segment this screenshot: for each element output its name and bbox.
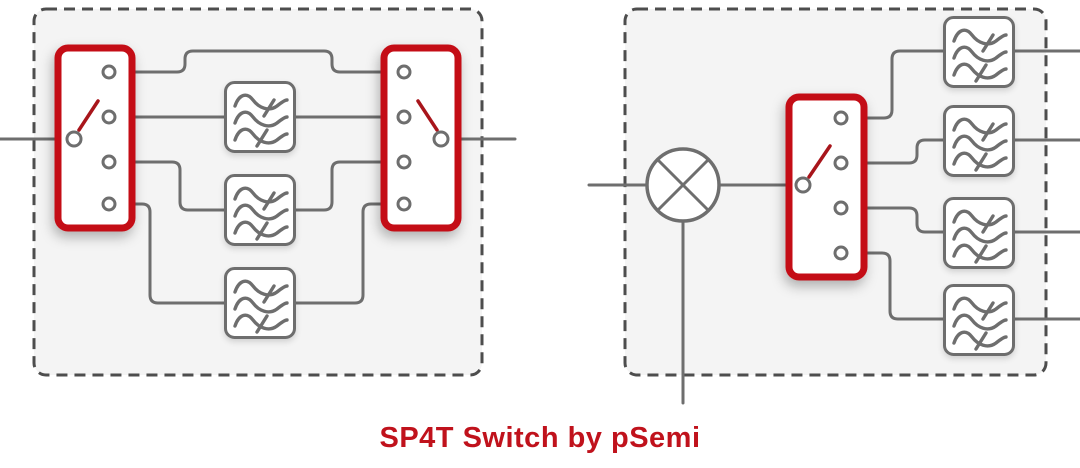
bandpass-filter-icon [223,80,297,154]
wire-branch3 [845,206,947,234]
switch-lever [77,99,100,132]
wire-path3-left [107,160,228,212]
wire-branch4 [845,251,947,321]
switch-port [396,109,412,125]
sp4t-switch-icon [54,44,136,232]
wire-branch1 [845,49,947,120]
switch-port [101,64,117,80]
sp4t-switch-icon [380,44,462,232]
bandpass-filter-icon [223,173,297,247]
wire-path4-left [107,202,228,305]
wire-bypass [107,49,406,74]
switch-port [833,155,849,171]
bandpass-filter-icon [942,283,1016,357]
wire-branch2 [845,138,947,165]
caption: SP4T Switch by pSemi [379,422,701,454]
switch-body [54,44,136,232]
switch-body [380,44,462,232]
switch-port [396,64,412,80]
right-mixer-filter-diagram [587,7,1080,405]
switch-port [833,200,849,216]
left-wires [0,49,517,305]
switch-port [396,154,412,170]
mixer-cross [656,158,710,212]
right-wires [587,49,1080,405]
left-filter-bank-diagram [0,7,517,377]
switch-port [101,109,117,125]
switch-common-port [65,130,83,148]
mixer-icon [645,147,721,223]
switch-port [833,110,849,126]
bandpass-filter-icon [942,15,1016,89]
switch-lever [416,99,439,132]
switch-body [785,93,868,281]
sp4t-switch-icon [785,93,868,281]
switch-port [396,196,412,212]
switch-port [833,245,849,261]
bandpass-filter-icon [942,196,1016,270]
switch-port [101,154,117,170]
switch-lever [807,144,832,179]
wire-path4-right [292,202,406,305]
switch-common-port [794,176,812,194]
switch-port [101,196,117,212]
wire-path3-right [292,160,406,212]
bandpass-filter-icon [942,104,1016,178]
bandpass-filter-icon [223,266,297,340]
switch-common-port [432,130,450,148]
